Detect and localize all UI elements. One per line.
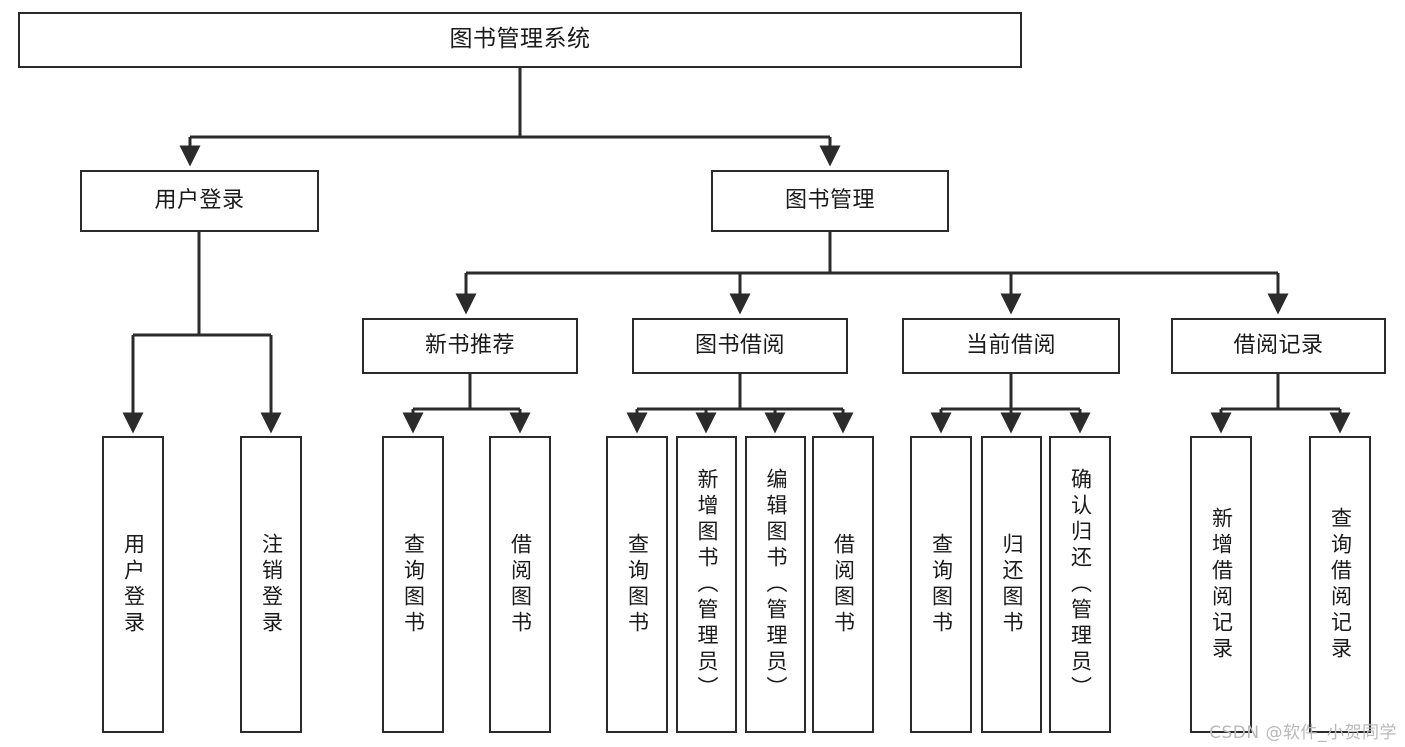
node-borrow-record[interactable]: 借阅记录 bbox=[1171, 318, 1386, 374]
node-label: 编辑图书（管理员） bbox=[764, 467, 788, 702]
node-label: 查询图书 bbox=[929, 532, 954, 637]
node-label: 查询图书 bbox=[625, 532, 650, 637]
leaf-record-query-record[interactable]: 查询借阅记录 bbox=[1309, 436, 1371, 733]
node-book-management[interactable]: 图书管理 bbox=[711, 170, 949, 232]
node-label: 新增图书（管理员） bbox=[695, 467, 719, 702]
leaf-record-add-record[interactable]: 新增借阅记录 bbox=[1190, 436, 1252, 733]
leaf-current-return-book[interactable]: 归还图书 bbox=[981, 436, 1042, 733]
leaf-current-confirm-return-admin[interactable]: 确认归还（管理员） bbox=[1049, 436, 1111, 733]
node-current-borrow[interactable]: 当前借阅 bbox=[902, 318, 1120, 374]
node-label: 当前借阅 bbox=[965, 333, 1056, 359]
node-user-login[interactable]: 用户登录 bbox=[80, 170, 319, 232]
leaf-recommend-borrow-book[interactable]: 借阅图书 bbox=[489, 436, 551, 733]
leaf-recommend-query-book[interactable]: 查询图书 bbox=[382, 436, 444, 733]
node-label: 注销登录 bbox=[259, 532, 284, 637]
node-label: 新书推荐 bbox=[424, 333, 515, 359]
node-label: 确认归还（管理员） bbox=[1068, 467, 1093, 702]
leaf-user-logout[interactable]: 注销登录 bbox=[240, 436, 302, 733]
node-label: 查询图书 bbox=[401, 532, 426, 637]
node-label: 查询借阅记录 bbox=[1328, 506, 1353, 663]
node-label: 借阅图书 bbox=[508, 532, 533, 637]
leaf-borrow-add-book-admin[interactable]: 新增图书（管理员） bbox=[676, 436, 737, 733]
node-label: 借阅记录 bbox=[1233, 333, 1324, 359]
node-label: 用户登录 bbox=[121, 532, 146, 637]
node-label: 图书借阅 bbox=[694, 333, 785, 359]
leaf-borrow-edit-book-admin[interactable]: 编辑图书（管理员） bbox=[745, 436, 806, 733]
node-label: 图书管理 bbox=[784, 188, 875, 214]
leaf-user-login[interactable]: 用户登录 bbox=[102, 436, 164, 733]
node-label: 借阅图书 bbox=[831, 532, 856, 637]
leaf-current-query-book[interactable]: 查询图书 bbox=[910, 436, 972, 733]
leaf-borrow-query-book[interactable]: 查询图书 bbox=[606, 436, 668, 733]
node-book-borrow[interactable]: 图书借阅 bbox=[632, 318, 848, 374]
node-label: 归还图书 bbox=[1000, 532, 1024, 637]
node-label: 新增借阅记录 bbox=[1209, 506, 1234, 663]
node-root-system[interactable]: 图书管理系统 bbox=[18, 12, 1022, 68]
node-new-book-recommend[interactable]: 新书推荐 bbox=[362, 318, 578, 374]
node-label: 用户登录 bbox=[154, 188, 245, 214]
leaf-borrow-borrow-book[interactable]: 借阅图书 bbox=[812, 436, 874, 733]
node-label: 图书管理系统 bbox=[449, 26, 591, 53]
